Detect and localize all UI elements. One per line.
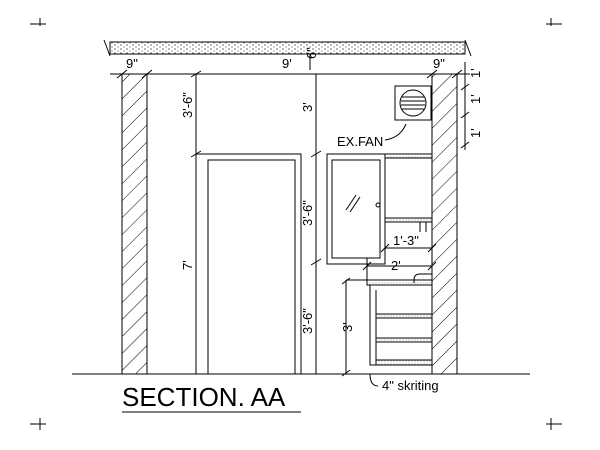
left-wall [121, 73, 148, 375]
skirting-leader-arrow [369, 373, 379, 387]
dim-fan-spacing-2: 1' [468, 94, 483, 104]
dim-above-door: 3'-6" [180, 92, 195, 118]
wall-cabinet [384, 153, 433, 232]
counter-dimension-line [341, 277, 368, 377]
roof-slab [103, 39, 472, 57]
window [326, 153, 386, 265]
dim-below-window: 3'-6" [300, 308, 315, 334]
dim-left-wall: 9" [126, 56, 138, 71]
section-title: SECTION. AA [122, 382, 286, 412]
dim-above-window: 3' [300, 102, 315, 112]
counter-depth-dimension-line [362, 258, 437, 280]
dim-fan-spacing-3: 1' [468, 128, 483, 138]
dim-fan-spacing-1: 1' [468, 68, 483, 78]
label-skirting: 4" skriting [382, 378, 439, 393]
dim-window-height: 3'-6" [300, 200, 315, 226]
frame-corners [30, 18, 562, 430]
dim-wall-cabinet-depth: 1'-3" [393, 233, 419, 248]
right-wall [431, 73, 458, 375]
dim-slab: 6" [304, 47, 319, 59]
fan-spacing-dimension-line [460, 62, 470, 150]
base-counter [366, 279, 433, 366]
dim-counter-depth: 2' [391, 258, 401, 273]
cabinet-depth-dimension-line [380, 232, 437, 254]
dim-counter-height: 3' [340, 322, 355, 332]
door [195, 153, 302, 375]
exhaust-fan-icon [394, 85, 432, 121]
dim-room-width: 9' [282, 56, 292, 71]
dim-right-wall: 9" [433, 56, 445, 71]
dim-door-height: 7' [180, 260, 195, 270]
window-dimension-line [310, 74, 322, 374]
top-dimension-line [110, 54, 470, 79]
fan-leader-arrow [384, 123, 407, 141]
label-exhaust-fan: EX.FAN [337, 134, 383, 149]
